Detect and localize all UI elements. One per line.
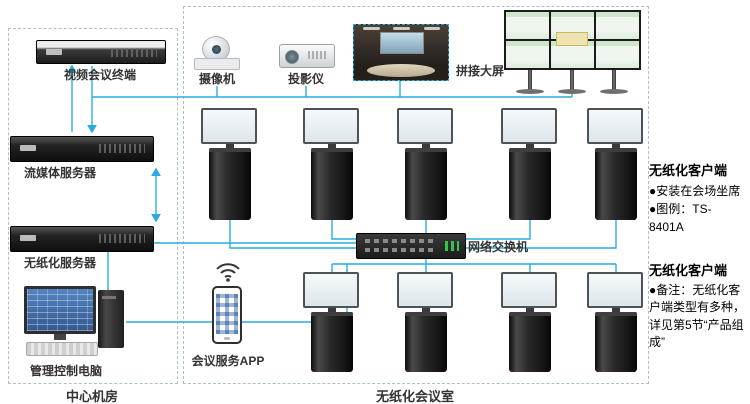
conference-app-phone [212,286,242,344]
seat-client-bullet-2: ●图例：TS-8401A [649,202,712,234]
stream-server-device [10,136,154,162]
type-client-text: ●备注：无纸化客户端类型有多种，详见第5节“产品组成” [649,283,746,350]
video-terminal-label: 视频会议终端 [63,68,136,82]
projector-device [279,44,335,68]
wall-pole [570,70,574,90]
terminal-neck [226,144,234,148]
paperless-terminal [394,272,458,372]
wall-pole-base [600,89,628,94]
paperless-terminal [198,108,262,220]
paperless-terminal [498,272,562,372]
terminal-cabinet [311,312,353,372]
room-light [393,27,411,31]
terminal-cabinet [509,312,551,372]
terminal-neck [422,144,430,148]
wall-screen [596,41,639,68]
terminal-screen [587,272,643,308]
pc-keyboard [26,342,98,356]
video-terminal-device [36,40,166,64]
room-screen [380,31,424,55]
terminal-screen [303,272,359,308]
wall-screen [596,12,639,39]
terminal-screen [303,108,359,144]
wifi-icon [216,263,240,282]
paperless-server-device [10,226,154,252]
camera-base [194,58,240,70]
terminal-neck [328,308,336,312]
terminal-screen [397,108,453,144]
network-switch-label: 网络交换机 [468,240,529,254]
terminal-cabinet [311,148,353,220]
seat-client-bullet-1: ●安装在会场坐席 [649,184,741,198]
wall-pole [612,70,616,90]
phone-home-button [224,337,230,340]
wall-pole-base [516,89,544,94]
phone-screen [216,294,238,334]
terminal-cabinet [595,312,637,372]
terminal-neck [526,308,534,312]
wall-screen [506,41,549,68]
wall-pole [528,70,532,90]
wall-center-tag [556,32,588,46]
conference-room-photo [353,24,449,81]
terminal-cabinet [209,148,251,220]
terminal-cabinet [405,148,447,220]
projector-label: 投影仪 [287,72,324,86]
paperless-terminal [584,108,648,220]
paperless-terminal [498,108,562,220]
wall-screen [506,12,549,39]
management-pc-label: 管理控制电脑 [29,364,102,378]
wall-pole-base [558,89,586,94]
pc-stand [54,334,66,340]
terminal-neck [612,144,620,148]
seat-client-note: 无纸化客户端 ●安装在会场坐席 ●图例：TS-8401A [649,160,746,236]
terminal-screen [587,108,643,144]
pc-monitor [24,286,96,334]
terminal-cabinet [509,148,551,220]
zone-conference-room [183,6,649,384]
room-light [363,27,381,31]
terminal-neck [422,308,430,312]
terminal-cabinet [405,312,447,372]
terminal-neck [328,144,336,148]
switch-leds [445,241,459,251]
stream-server-label: 流媒体服务器 [23,166,96,180]
video-wall-label: 拼接大屏 [455,64,504,78]
paperless-server-label: 无纸化服务器 [23,256,96,270]
terminal-screen [501,108,557,144]
network-switch-device [356,233,466,259]
paperless-terminal [394,108,458,220]
room-table [367,63,435,77]
terminal-screen [201,108,257,144]
terminal-neck [526,144,534,148]
paperless-terminal [584,272,648,372]
conference-room-label: 无纸化会议室 [375,389,454,404]
seat-client-title: 无纸化客户端 [649,163,728,178]
room-light [423,27,441,31]
terminal-cabinet [595,148,637,220]
paperless-terminal [300,272,364,372]
machine-room-label: 中心机房 [65,389,118,404]
paperless-terminal [300,108,364,220]
zone-machine-room [8,28,178,384]
conference-app-label: 会议服务APP [191,354,265,368]
switch-ports [365,239,437,243]
type-client-note: 无纸化客户端 ●备注：无纸化客户端类型有多种，详见第5节“产品组成” [649,260,746,352]
terminal-neck [612,308,620,312]
switch-ports [365,248,437,252]
terminal-screen [501,272,557,308]
type-client-title: 无纸化客户端 [649,263,728,278]
camera-label: 摄像机 [198,72,235,86]
terminal-screen [397,272,453,308]
pc-tower [98,290,124,348]
